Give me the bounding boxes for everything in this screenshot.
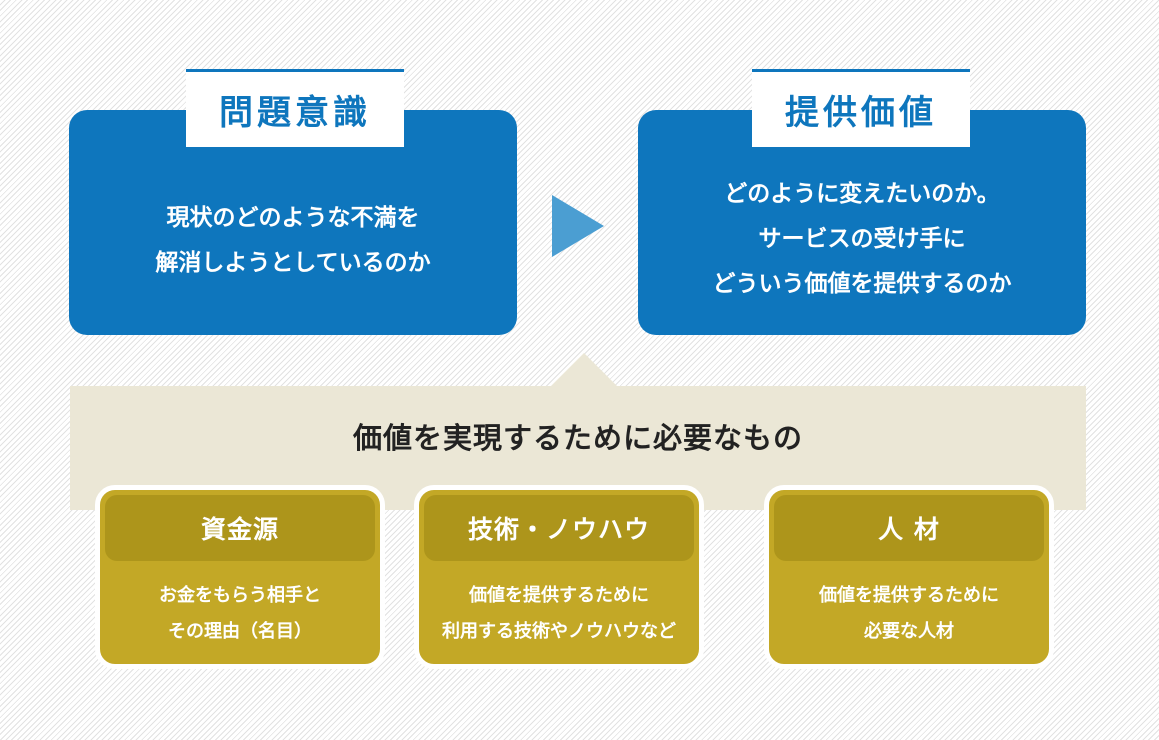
card-line: お金をもらう相手と xyxy=(159,585,321,606)
card-title: 資金源 xyxy=(105,495,375,561)
provided-value-title: 提供価値 xyxy=(785,93,937,133)
provided-value-line: どのように変えたいのか。 xyxy=(724,181,1000,207)
provided-value-line: サービスの受け手に xyxy=(758,226,966,252)
card-description: 価値を提供するために 必要な人材 xyxy=(769,578,1049,650)
card-line: 必要な人材 xyxy=(864,621,954,642)
provided-value-box: どのように変えたいのか。 サービスの受け手に どういう価値を提供するのか xyxy=(638,110,1086,335)
card-title: 人 材 xyxy=(774,495,1044,561)
card-description: お金をもらう相手と その理由（名目） xyxy=(100,578,380,650)
right-arrow-icon xyxy=(552,195,604,257)
problem-awareness-title: 問題意識 xyxy=(219,93,371,133)
provided-value-text: どのように変えたいのか。 サービスの受け手に どういう価値を提供するのか xyxy=(638,172,1086,307)
problem-awareness-box: 現状のどのような不満を 解消しようとしているのか xyxy=(69,110,517,335)
problem-awareness-line: 解消しようとしているのか xyxy=(155,250,431,276)
card-people: 人 材 価値を提供するために 必要な人材 xyxy=(764,485,1054,669)
panel-pointer xyxy=(550,353,618,387)
card-description: 価値を提供するために 利用する技術やノウハウなど xyxy=(419,578,699,650)
card-line: その理由（名目） xyxy=(168,621,312,642)
card-line: 価値を提供するために xyxy=(819,585,999,606)
card-technology: 技術・ノウハウ 価値を提供するために 利用する技術やノウハウなど xyxy=(414,485,704,669)
problem-awareness-text: 現状のどのような不満を 解消しようとしているのか xyxy=(69,196,517,286)
provided-value-title-tab: 提供価値 xyxy=(752,69,970,147)
card-funding: 資金源 お金をもらう相手と その理由（名目） xyxy=(95,485,385,669)
provided-value-line: どういう価値を提供するのか xyxy=(712,271,1012,297)
card-title: 技術・ノウハウ xyxy=(424,495,694,561)
problem-awareness-line: 現状のどのような不満を xyxy=(166,205,420,231)
card-line: 利用する技術やノウハウなど xyxy=(442,621,676,642)
requirements-heading: 価値を実現するために必要なもの xyxy=(352,421,803,455)
card-line: 価値を提供するために xyxy=(469,585,649,606)
problem-awareness-title-tab: 問題意識 xyxy=(186,69,404,147)
